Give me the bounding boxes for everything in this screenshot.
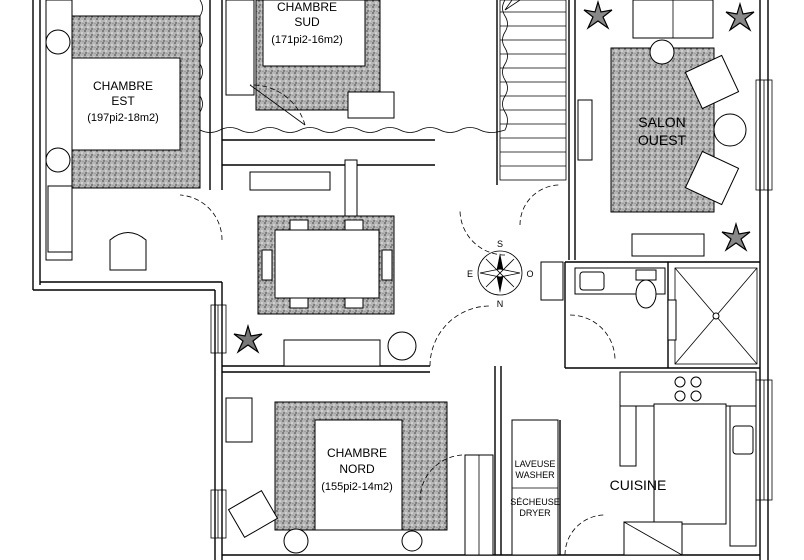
kitchen-counter-top bbox=[619, 371, 757, 407]
compass-north: N bbox=[497, 299, 504, 309]
chambre-sud-line2: SUD bbox=[294, 15, 320, 29]
dryer-line1: SÉCHEUSE bbox=[510, 497, 560, 507]
chair-nord bbox=[227, 489, 279, 539]
dining-chair-4 bbox=[344, 297, 364, 309]
door-nord bbox=[429, 305, 491, 367]
bathroom bbox=[569, 267, 758, 365]
compass-east: E bbox=[467, 269, 473, 279]
chambre-est-area: (197pi2-18m2) bbox=[87, 112, 159, 124]
kitchen: CUISINE bbox=[610, 371, 757, 556]
laundry-unit bbox=[511, 419, 559, 556]
lamp-nord-1 bbox=[283, 528, 309, 554]
armchair-1 bbox=[684, 54, 740, 110]
bed-nord-mattress bbox=[314, 419, 403, 531]
lamp-est-1 bbox=[45, 29, 71, 55]
compass-south: S bbox=[497, 239, 503, 249]
plant-corridor-icon bbox=[233, 323, 263, 354]
salon-ouest-line1: SALON bbox=[638, 114, 685, 130]
kitchen-island bbox=[653, 403, 727, 525]
dining-chair-2 bbox=[344, 219, 364, 231]
sink-icon bbox=[579, 271, 605, 291]
bed-est-mattress bbox=[71, 57, 181, 151]
compass-icon bbox=[477, 250, 523, 296]
door-entry bbox=[459, 209, 506, 256]
salon-ouest-line2: OUEST bbox=[638, 132, 687, 148]
chambre-sud-line1: CHAMBRE bbox=[277, 0, 337, 14]
compass-west: O bbox=[526, 269, 533, 279]
chair-est bbox=[109, 232, 147, 271]
dining-chair-1 bbox=[289, 219, 309, 231]
hall-cabinet bbox=[540, 261, 564, 301]
burner-2-icon bbox=[690, 376, 702, 388]
console-table bbox=[249, 171, 331, 191]
chambre-nord-area: (155pi2-14m2) bbox=[321, 481, 393, 493]
kitchen-sink-icon bbox=[732, 425, 754, 455]
chambre-sud-area: (171pi2-16m2) bbox=[271, 34, 343, 46]
window-west-2 bbox=[210, 489, 227, 539]
dryer-line2: DRYER bbox=[519, 508, 551, 518]
sofa bbox=[283, 339, 381, 367]
plant-salon-1-icon bbox=[583, 0, 613, 30]
washer-line2: WASHER bbox=[515, 470, 555, 480]
interior-walls bbox=[209, 0, 760, 555]
plant-salon-2-icon bbox=[725, 1, 755, 32]
door-sud bbox=[249, 84, 306, 126]
door-laundry bbox=[564, 514, 606, 556]
chambre-nord-line1: CHAMBRE bbox=[327, 446, 387, 460]
staircase bbox=[499, 0, 567, 226]
salon-lamp bbox=[649, 39, 675, 65]
dresser-sud bbox=[225, 0, 255, 96]
washer-line1: LAVEUSE bbox=[515, 459, 556, 469]
window-west-1 bbox=[210, 304, 227, 354]
chambre-nord-line2: NORD bbox=[339, 462, 375, 476]
toilet-icon bbox=[635, 279, 657, 309]
desk-nord bbox=[225, 397, 253, 443]
dining-table bbox=[274, 229, 380, 299]
window-east-1 bbox=[755, 79, 773, 191]
chambre-est-line1: CHAMBRE bbox=[93, 79, 153, 93]
corridor-shelf bbox=[344, 159, 358, 221]
door-nord-closet bbox=[419, 454, 463, 501]
kitchen-counter-left bbox=[619, 405, 637, 467]
door-bath bbox=[569, 314, 616, 361]
cuisine-label: CUISINE bbox=[610, 477, 667, 493]
door-est bbox=[179, 194, 223, 241]
bed-sud-mattress bbox=[262, 0, 366, 67]
side-table bbox=[387, 331, 417, 361]
salon-tv-stand bbox=[577, 99, 593, 161]
closet-est bbox=[47, 185, 73, 253]
salon-table bbox=[713, 113, 747, 147]
burner-3-icon bbox=[674, 390, 686, 402]
lamp-est-2 bbox=[45, 147, 71, 173]
salon-console bbox=[631, 233, 705, 257]
dining-chair-3 bbox=[289, 297, 309, 309]
armchair-2 bbox=[684, 150, 740, 206]
dining-chair-6 bbox=[381, 249, 393, 281]
chambre-est-line2: EST bbox=[111, 94, 135, 108]
plant-salon-3-icon bbox=[721, 221, 751, 252]
nightstand-sud bbox=[347, 91, 395, 119]
dining-chair-5 bbox=[261, 249, 273, 281]
window-east-2 bbox=[755, 379, 773, 501]
lamp-nord-2 bbox=[401, 530, 423, 552]
burner-1-icon bbox=[674, 376, 686, 388]
burner-4-icon bbox=[690, 390, 702, 402]
